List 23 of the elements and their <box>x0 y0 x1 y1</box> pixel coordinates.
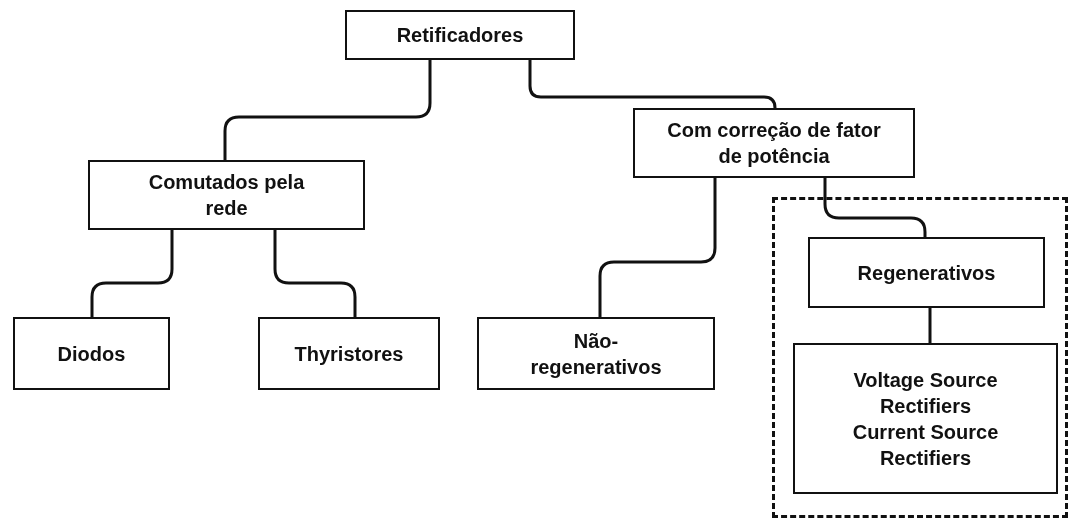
node-label: Current Source Rectifiers <box>851 419 1000 471</box>
connector-line <box>273 230 357 317</box>
node-label: Diodos <box>57 341 126 367</box>
node-label: Retificadores <box>396 23 524 48</box>
category-box <box>793 343 1058 494</box>
category-box <box>258 317 440 390</box>
category-box <box>633 108 915 178</box>
connector-line <box>928 308 932 343</box>
connector-line <box>90 230 174 317</box>
node-label: Regenerativos <box>857 260 996 286</box>
node-label: Thyristores <box>294 341 404 367</box>
connector-line <box>223 60 432 160</box>
connector-line <box>598 178 717 317</box>
node-label: Comutados pela rede <box>147 170 306 221</box>
node-label: Não-regenerativos <box>529 328 663 380</box>
category-box <box>13 317 170 390</box>
category-box <box>808 237 1045 308</box>
node-label: Voltage Source Rectifiers <box>852 367 999 419</box>
dashed-region <box>772 197 1068 518</box>
node-label: Com correção de fator de potência <box>666 118 882 169</box>
category-box <box>88 160 365 230</box>
category-box <box>345 10 575 60</box>
category-box <box>477 317 715 390</box>
